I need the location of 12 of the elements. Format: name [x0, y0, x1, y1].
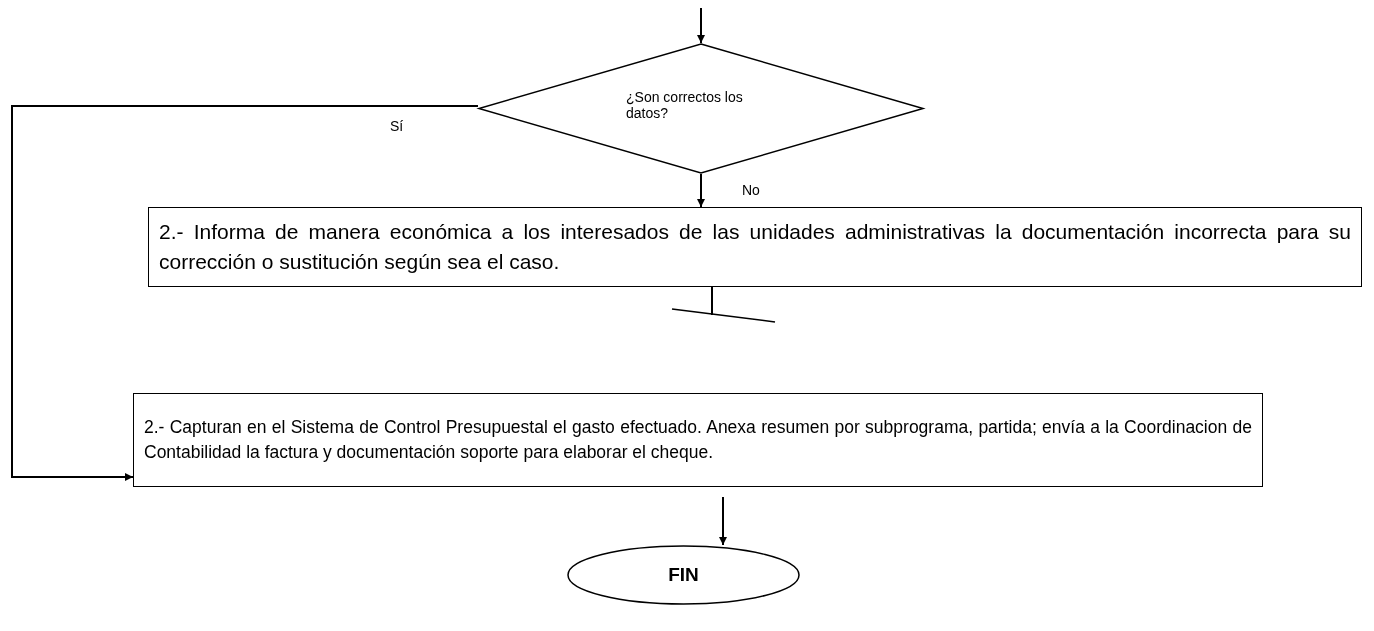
process-text: 2.- Informa de manera económica a los interesados de las unidades administrativas la documentación incorrecta para su corrección o sustitución según sea el caso.: [159, 218, 1351, 275]
process-text: 2.- Capturan en el Sistema de Control Presupuestal el gasto efectuado. Anexa resumen por subprograma, partida; envía a la Coordinacion de Contabilidad la factura y documentación soporte para elaborar el cheque.: [144, 415, 1252, 464]
process-box: [148, 207, 1362, 287]
arrow: [697, 173, 705, 208]
terminal-text: FIN: [668, 564, 699, 586]
arrow: [11, 105, 479, 481]
edge-label: No: [740, 182, 762, 198]
edge-label: Sí: [388, 118, 406, 134]
decision-text: ¿Son correctos los datos?: [626, 88, 744, 121]
arrow: [697, 7, 705, 44]
process-box: [133, 393, 1263, 487]
arrow: [719, 496, 727, 546]
